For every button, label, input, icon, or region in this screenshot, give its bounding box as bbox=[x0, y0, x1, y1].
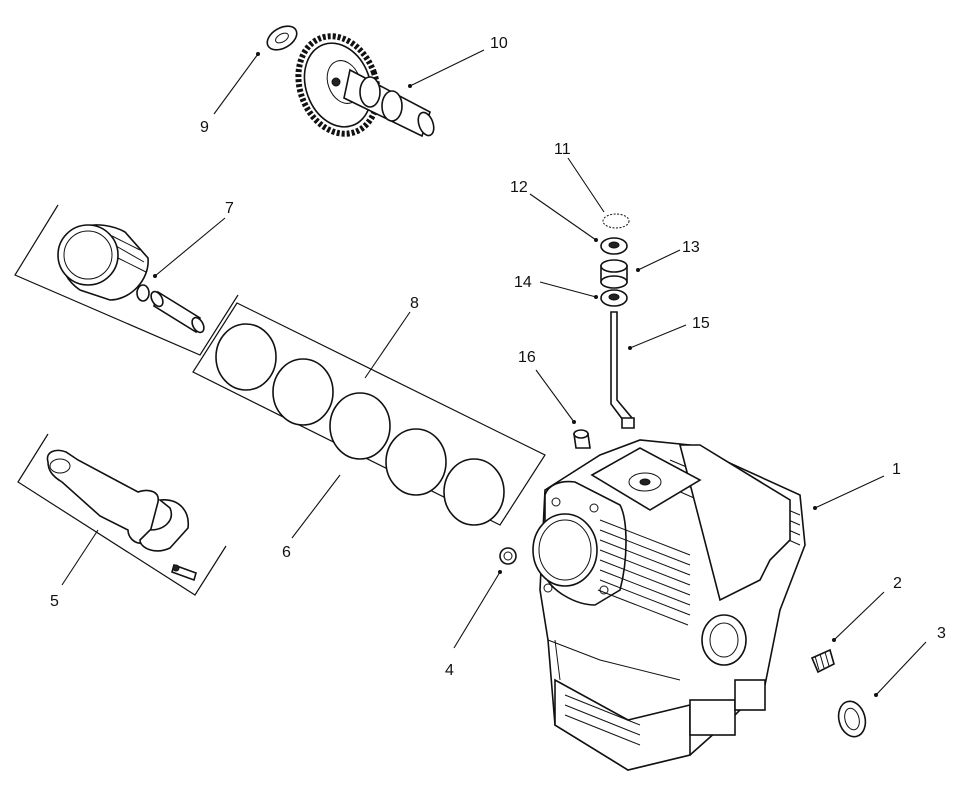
callout-13: 13 bbox=[682, 239, 700, 256]
callout-5: 5 bbox=[50, 593, 59, 610]
part-11-lock-washer bbox=[602, 213, 630, 229]
part-14-nut bbox=[600, 289, 628, 307]
part-3-seal bbox=[837, 700, 867, 738]
part-13-spacer bbox=[600, 259, 628, 289]
part-2-fitting bbox=[810, 648, 835, 674]
part-4-bushing bbox=[499, 547, 517, 565]
callout-14: 14 bbox=[514, 274, 532, 291]
callout-7: 7 bbox=[225, 200, 234, 217]
callout-3: 3 bbox=[937, 625, 946, 642]
part-9-thrust-washer bbox=[266, 25, 298, 51]
part-7-piston bbox=[57, 224, 149, 301]
callout-10: 10 bbox=[490, 35, 508, 52]
callout-4: 4 bbox=[445, 662, 454, 679]
part-1-crankcase bbox=[532, 439, 806, 771]
rod-group-box bbox=[17, 433, 227, 596]
leader-lines bbox=[61, 49, 927, 697]
callout-labels: 1 2 3 4 5 6 7 8 9 10 11 12 13 14 15 16 bbox=[50, 35, 946, 679]
callout-9: 9 bbox=[200, 119, 209, 136]
part-16-plug bbox=[573, 429, 591, 449]
callout-6: 6 bbox=[282, 544, 291, 561]
callout-1: 1 bbox=[892, 461, 901, 478]
callout-15: 15 bbox=[692, 315, 710, 332]
part-7-piston-pin bbox=[136, 284, 205, 334]
part-12-nut bbox=[600, 237, 628, 255]
part-15-rod bbox=[610, 311, 635, 429]
callout-12: 12 bbox=[510, 179, 528, 196]
part-10-camshaft-gear bbox=[295, 33, 435, 138]
callout-11: 11 bbox=[554, 141, 571, 158]
callout-2: 2 bbox=[893, 575, 902, 592]
piston-group-box bbox=[14, 204, 239, 356]
rings-group-box bbox=[192, 302, 546, 526]
part-5-connecting-rod bbox=[46, 449, 197, 582]
callout-16: 16 bbox=[518, 349, 536, 366]
callout-8: 8 bbox=[410, 295, 419, 312]
part-8-piston-rings bbox=[215, 323, 505, 526]
